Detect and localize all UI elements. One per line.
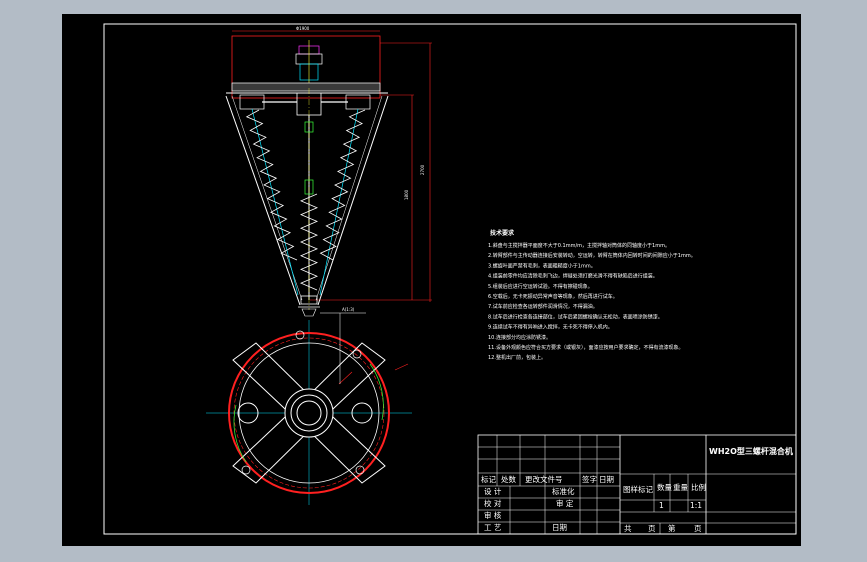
tb-standardize: 标准化	[552, 486, 575, 496]
right-screw-flights	[319, 109, 366, 261]
callout-text: A(1:3)	[342, 307, 355, 312]
cone-left-inner	[231, 95, 303, 301]
tb-sheet-no: 第	[668, 523, 676, 533]
tb-check: 校 对	[484, 498, 502, 508]
height-dimension-text: 2700	[420, 164, 425, 175]
note-line: 6.空载后，无卡死振动异常声音等现象，然后再进行试车。	[488, 293, 618, 300]
note-line: 1.斜盘与主搅拌器平面度不大于0.1mm/m，主搅拌轴对筒体的同轴度小于1mm。	[488, 242, 670, 249]
title-block-grid	[478, 435, 620, 534]
bolt-circle	[233, 337, 385, 489]
title-block: WH2O型三螺杆混合机 标记 处数 更改文件号 签字 日期 设 计 标准化 校 …	[477, 434, 797, 535]
note-line: 5.组装后应进行空运转试验。不得有擦碰现象。	[488, 283, 593, 290]
tb-sheet-unit: 页	[648, 524, 656, 533]
tb-sheet-unit2: 页	[694, 524, 702, 533]
tb-header-count: 处数	[501, 474, 516, 484]
technical-requirements: 技术要求 1.斜盘与主搅拌器平面度不大于0.1mm/m，主搅拌轴对筒体的同轴度小…	[488, 229, 696, 361]
screw-flight-path	[245, 109, 298, 261]
drawing-title: WH2O型三螺杆混合机	[709, 446, 793, 456]
note-line: 12.整机出厂前，包装上。	[488, 354, 546, 361]
inner-wall-circle	[238, 342, 380, 484]
note-line: 7.试车前应检查各运转部件润滑情况，不得漏油。	[488, 303, 598, 310]
bolt-hole-ne	[352, 349, 362, 359]
tb-review: 审 定	[556, 498, 574, 508]
drawing-sheet	[62, 14, 801, 546]
front-view: Φ1900 2700 1800	[225, 26, 432, 317]
note-line: 4.组装前零件均应清除毛刺飞边，焊缝处须打磨光滑不得有缺陷后进行组装。	[488, 273, 658, 280]
tb-audit: 审 核	[484, 510, 502, 520]
center-hub-outer	[284, 388, 334, 438]
tb-quantity-label: 数量	[657, 482, 672, 492]
green-arc-left	[233, 404, 247, 463]
screw-circle-left	[237, 402, 259, 424]
left-screw-flights	[245, 109, 298, 261]
inner-height-dimension-text: 1800	[404, 189, 409, 200]
top-frame-outline	[231, 35, 381, 99]
note-line: 10.连接部分均应涂防锈漆。	[488, 334, 551, 341]
center-shaft-coupling	[304, 179, 314, 195]
title-block-frame	[477, 434, 797, 535]
note-line: 8.试车后进行检查各连接部位，试车后紧固螺栓确认无松动，表面喷涂防锈漆。	[488, 313, 663, 320]
notes-heading: 技术要求	[490, 229, 515, 237]
tb-header-change-doc: 更改文件号	[525, 474, 563, 484]
cone-right-wall	[317, 95, 389, 306]
plan-view: A(1:3)	[206, 307, 412, 505]
drawing-border	[103, 23, 797, 535]
note-line: 2.转臂部件与主传动器连接后安装转动，空运转，转臂在筒体内回转时间的间隙应小于1…	[488, 252, 696, 259]
tb-quantity-value: 1	[659, 501, 664, 510]
tb-header-mark: 标记	[481, 474, 496, 484]
note-line: 9.连续试车不得有异响进入搅拌，无卡死不得停入机内。	[488, 324, 613, 331]
tb-process: 工 艺	[484, 523, 501, 532]
outlet-valve	[301, 308, 317, 317]
center-screw-flights	[299, 193, 319, 291]
red-leader-inner	[338, 371, 353, 385]
upper-shaft-coupling	[304, 121, 314, 133]
note-line: 11.设备外观颜色应符合买方要求（或银灰），面漆应按用户要求确定，不得有流漆现象…	[488, 344, 683, 351]
tb-date: 日期	[552, 523, 567, 532]
tb-sheet-total: 共	[624, 524, 632, 533]
tb-weight-label: 重量	[673, 483, 688, 492]
green-arc-right	[369, 363, 384, 421]
notes-list: 1.斜盘与主搅拌器平面度不大于0.1mm/m，主搅拌轴对筒体的同轴度小于1mm。…	[488, 242, 696, 361]
bolt-hole-se	[355, 465, 365, 475]
tb-design: 设 计	[484, 486, 502, 496]
bottom-outlet	[300, 295, 318, 305]
cone-left-wall	[225, 95, 301, 306]
cone-right-inner	[315, 95, 383, 301]
tb-stage-mark: 图样标记	[623, 484, 653, 494]
tb-header-sign: 签字	[582, 474, 597, 484]
top-cover-plate	[231, 82, 381, 92]
screw-flight-path	[319, 109, 366, 261]
screw-circle-right	[351, 402, 373, 424]
tb-scale-label: 比例	[691, 482, 706, 492]
bolt-hole-top	[295, 330, 305, 340]
center-hub-middle	[290, 394, 328, 432]
note-line: 3.螺旋叶面严禁有毛刺，表面粗糙度小于1mm。	[488, 262, 596, 269]
outer-flange-circle	[228, 332, 390, 494]
red-leader-outer	[394, 363, 409, 371]
center-hub-inner	[296, 400, 322, 426]
top-dimension-text: Φ1900	[296, 26, 310, 31]
tb-scale-value: 1:1	[690, 501, 702, 510]
bolt-hole-sw	[241, 465, 251, 475]
screw-flight-path	[299, 193, 319, 291]
tb-header-date: 日期	[599, 475, 614, 484]
